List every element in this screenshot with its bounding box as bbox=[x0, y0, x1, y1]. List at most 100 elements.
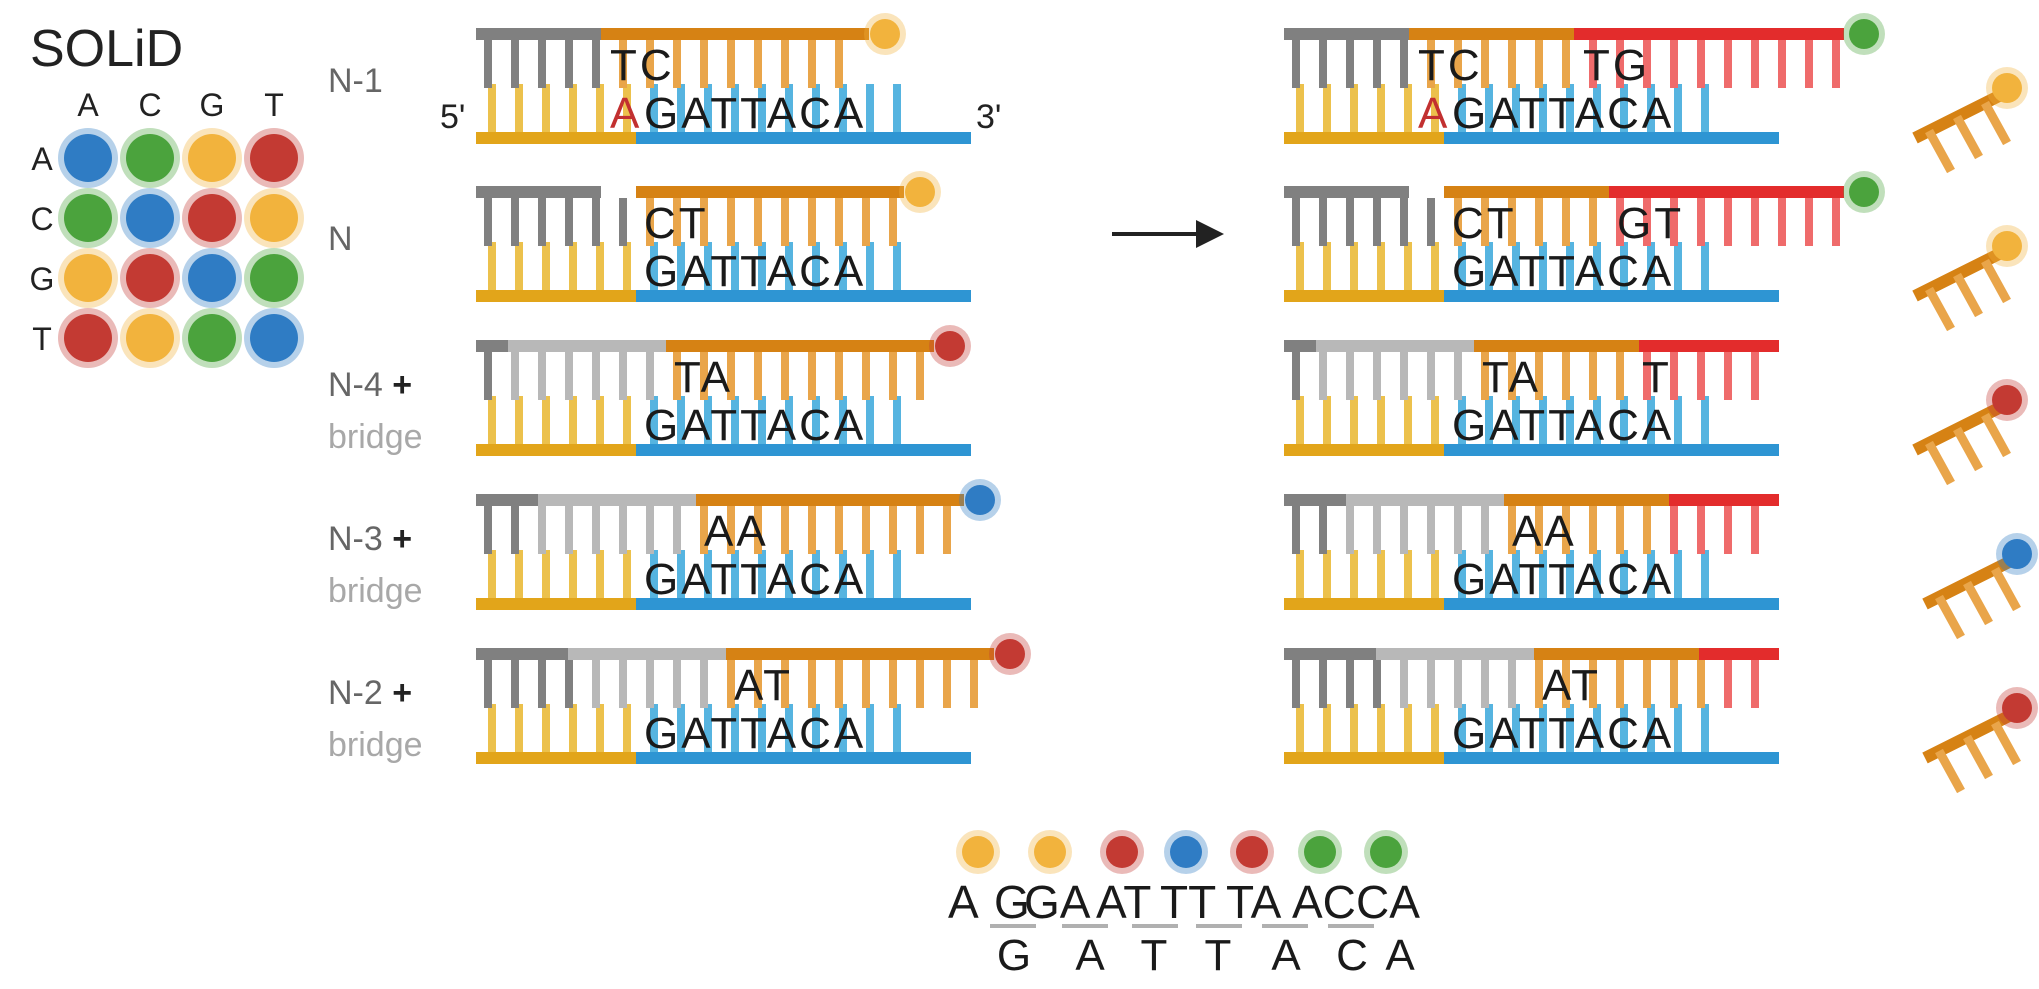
probe-tooth bbox=[862, 506, 870, 554]
probe-tooth bbox=[1616, 352, 1624, 400]
primer-strand bbox=[1284, 494, 1346, 506]
probe-tooth bbox=[1454, 660, 1462, 708]
template-tooth bbox=[650, 550, 658, 598]
template-tooth bbox=[1566, 242, 1574, 290]
probe-tooth bbox=[781, 198, 789, 246]
bridge-strand bbox=[1376, 648, 1534, 660]
template-tooth bbox=[1404, 396, 1412, 444]
probe-tooth bbox=[1616, 660, 1624, 708]
probe-tooth bbox=[1508, 40, 1516, 88]
template-tooth bbox=[488, 704, 496, 752]
matrix-row-header: G bbox=[30, 261, 55, 297]
probe-bases-label: TC bbox=[1418, 41, 1483, 90]
free-probe-4 bbox=[1922, 687, 2038, 794]
free-probe-0 bbox=[1912, 67, 2028, 174]
row-label-text: N-4 bbox=[328, 366, 383, 404]
probe-tooth bbox=[1589, 660, 1597, 708]
template-tooth bbox=[1620, 550, 1628, 598]
template-tooth bbox=[731, 242, 739, 290]
matrix-cell-dot bbox=[126, 194, 174, 242]
probe-tooth bbox=[1535, 352, 1543, 400]
probe-tooth bbox=[1616, 198, 1624, 246]
template-tooth bbox=[677, 704, 685, 752]
free-probe-2 bbox=[1912, 379, 2028, 486]
bridge-strand bbox=[568, 648, 726, 660]
probe-tooth bbox=[1481, 506, 1489, 554]
free-probe-tooth bbox=[1991, 720, 2021, 766]
template-sequence-label: GATTACA bbox=[1452, 709, 1674, 758]
matrix-row-header: T bbox=[32, 321, 52, 357]
template-tooth bbox=[785, 242, 793, 290]
probe-tooth bbox=[754, 198, 762, 246]
free-probe-tooth bbox=[1925, 440, 1955, 486]
adapter-strand bbox=[476, 290, 636, 302]
decode-dye-dot bbox=[1170, 836, 1202, 868]
free-probe-tooth bbox=[1953, 272, 1983, 318]
probe-tooth bbox=[1292, 660, 1300, 708]
probe-tooth bbox=[1427, 660, 1435, 708]
template-tooth bbox=[1674, 550, 1682, 598]
row-label-4: N-2 + bbox=[328, 674, 412, 712]
template-tooth bbox=[704, 84, 712, 132]
probe-tooth bbox=[484, 506, 492, 554]
template-sequence-label: GATTACA bbox=[1452, 247, 1674, 296]
template-tooth bbox=[1647, 84, 1655, 132]
pair-underline bbox=[1132, 924, 1178, 928]
adapter-strand bbox=[1284, 752, 1444, 764]
template-strand bbox=[636, 132, 971, 144]
probe-tooth bbox=[1427, 352, 1435, 400]
matrix-cell-dot bbox=[64, 194, 112, 242]
matrix-cell-dot bbox=[250, 314, 298, 362]
template-tooth bbox=[596, 396, 604, 444]
second-probe-strand bbox=[1699, 648, 1779, 660]
probe-tooth bbox=[1292, 352, 1300, 400]
primer-strand bbox=[1284, 340, 1316, 352]
template-tooth bbox=[1431, 242, 1439, 290]
probe-tooth bbox=[592, 506, 600, 554]
probe-tooth bbox=[1616, 40, 1624, 88]
template-tooth bbox=[623, 84, 631, 132]
probe-bases-label: TA bbox=[674, 353, 733, 402]
decode-dye-dot bbox=[1370, 836, 1402, 868]
template-sequence-label: GATTACA bbox=[644, 555, 866, 604]
template-tooth bbox=[1647, 550, 1655, 598]
matrix-cell-dot bbox=[188, 194, 236, 242]
probe-tooth bbox=[1481, 40, 1489, 88]
probe-tooth bbox=[1832, 198, 1840, 246]
read-pair-letters: TA bbox=[1226, 876, 1282, 928]
template-tooth bbox=[812, 550, 820, 598]
decoded-base: T bbox=[1205, 931, 1232, 980]
probe-tooth bbox=[1697, 352, 1705, 400]
adapter-strand bbox=[1284, 598, 1444, 610]
template-tooth bbox=[677, 242, 685, 290]
template-tooth bbox=[1647, 704, 1655, 752]
probe-tooth bbox=[1778, 198, 1786, 246]
probe-tooth bbox=[1454, 198, 1462, 246]
matrix-cell-dot bbox=[188, 314, 236, 362]
matrix-cell-dot bbox=[250, 254, 298, 302]
probe-bases-label: CT bbox=[1452, 199, 1517, 248]
template-tooth bbox=[488, 84, 496, 132]
probe-tooth bbox=[511, 506, 519, 554]
probe-tooth bbox=[1400, 198, 1408, 246]
probe-bases-label: TC bbox=[610, 41, 675, 90]
probe-tooth bbox=[781, 40, 789, 88]
probe-tooth bbox=[1400, 352, 1408, 400]
probe-tooth bbox=[781, 352, 789, 400]
template-tooth bbox=[650, 396, 658, 444]
template-tooth bbox=[677, 550, 685, 598]
probe-tooth bbox=[1643, 40, 1651, 88]
template-tooth bbox=[1701, 84, 1709, 132]
probe-tooth bbox=[619, 660, 627, 708]
probe-tooth bbox=[1670, 506, 1678, 554]
pair-underline bbox=[1262, 924, 1308, 928]
probe-tooth bbox=[1589, 198, 1597, 246]
probe-bases-label: AT bbox=[1542, 661, 1601, 710]
bridge-strand bbox=[1346, 494, 1504, 506]
probe-tooth bbox=[1724, 352, 1732, 400]
template-tooth bbox=[596, 242, 604, 290]
